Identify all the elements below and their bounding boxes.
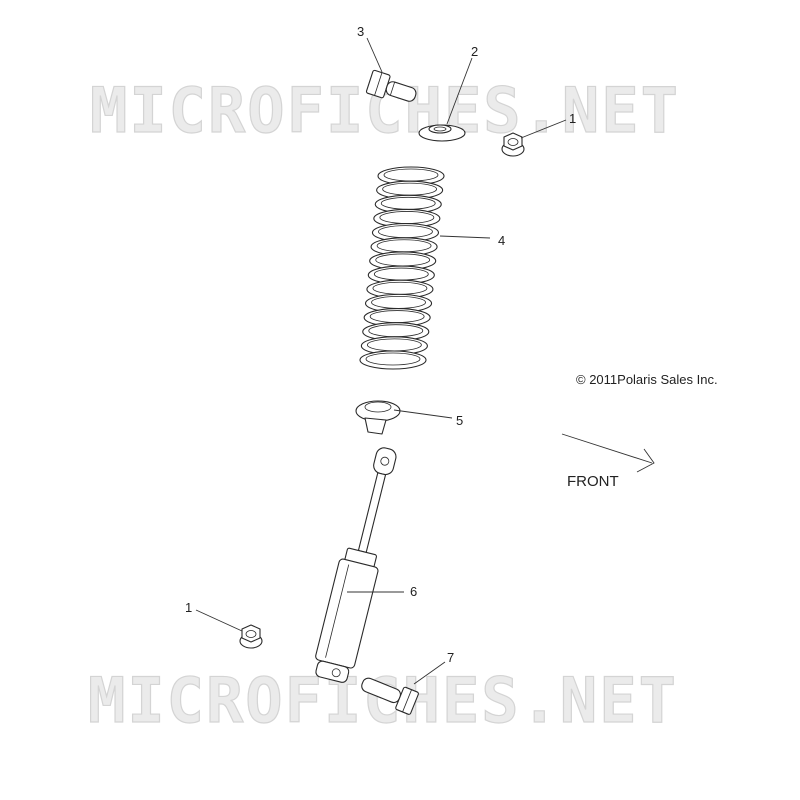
spring-coil [359,350,427,370]
spring-coil-inner [365,352,421,366]
callout-6: 6 [410,584,417,599]
shock-absorber-part-6[interactable] [311,444,407,685]
bolt-part-3[interactable] [365,69,419,108]
flange-nut-part-1-bottom[interactable] [239,624,263,649]
coil-spring-part-4[interactable] [359,166,445,370]
bolt-part-7[interactable] [358,672,419,715]
callout-2: 2 [471,44,478,59]
spring-retainer-part-2[interactable] [418,124,466,142]
callout-3: 3 [357,24,364,39]
front-direction-arrow [561,433,655,473]
callout-7: 7 [447,650,454,665]
callout-1-bottom: 1 [185,600,192,615]
leader-lines [195,37,567,685]
copyright-text: © 2011Polaris Sales Inc. [576,372,718,387]
callout-1-top: 1 [569,111,576,126]
watermark-bottom: MICROFICHES.NET [88,664,678,737]
flange-nut-part-1-top[interactable] [501,132,525,157]
front-label: FRONT [567,473,619,490]
spring-seat-part-5[interactable] [355,400,401,435]
callout-4: 4 [498,233,505,248]
callout-5: 5 [456,413,463,428]
